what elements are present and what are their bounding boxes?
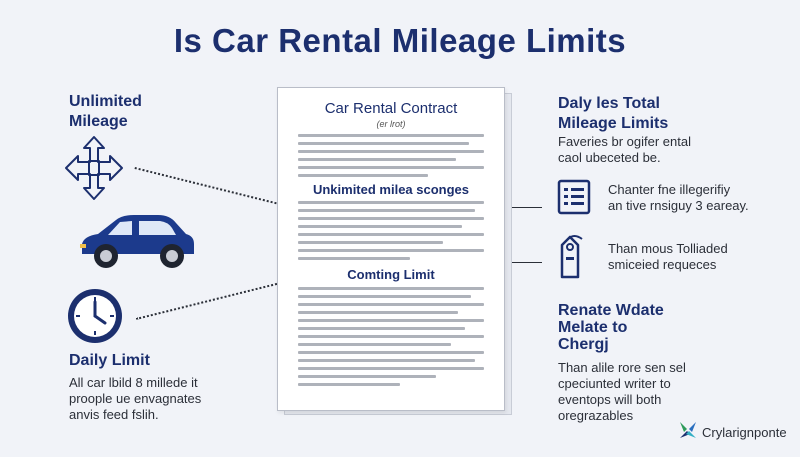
placeholder-text-line: [298, 134, 484, 137]
placeholder-text-line: [298, 343, 451, 346]
connector-item1: [490, 207, 542, 208]
unlimited-mileage-heading: Unlimited Mileage: [69, 92, 142, 132]
text-line: proople ue envagnates: [69, 391, 202, 406]
clock-icon: [65, 286, 125, 351]
heading-line: Daly les Total: [558, 95, 660, 112]
connector-daily: [136, 279, 292, 320]
placeholder-text-line: [298, 319, 484, 322]
placeholder-text-line: [298, 166, 484, 169]
rate-heading: Renate Wdate Melate to Chergj: [558, 302, 664, 353]
logo-text: Crylarignponte: [702, 425, 787, 440]
heading-line: Renate Wdate: [558, 302, 664, 319]
daily-total-text: Faveries br ogifer ental caol ubeceted b…: [558, 134, 758, 166]
rate-text: Than alile rore sen sel cpeciunted write…: [558, 360, 758, 424]
document-title: Car Rental Contract: [324, 100, 458, 117]
placeholder-text-line: [298, 158, 457, 161]
page-title: Is Car Rental Mileage Limits: [173, 22, 627, 59]
placeholder-text-line: [298, 209, 475, 212]
daily-total-mileage-heading: Daly les Total Mileage Limits: [558, 94, 668, 134]
checklist-icon: [556, 179, 592, 220]
placeholder-text-line: [298, 351, 484, 354]
placeholder-text-line: [298, 383, 401, 386]
placeholder-text-line: [298, 287, 484, 290]
placeholder-text-line: [298, 335, 484, 338]
placeholder-text-line: [298, 367, 484, 370]
heading-line: Mileage Limits: [558, 115, 669, 132]
text-line: an tive rnsiguy 3 eareay.: [608, 198, 749, 213]
text-lines-block: [298, 287, 484, 391]
placeholder-text-line: [298, 233, 484, 236]
placeholder-text-line: [298, 150, 484, 153]
heading-line: Melate to: [558, 319, 628, 336]
placeholder-text-line: [298, 225, 462, 228]
placeholder-text-line: [298, 375, 436, 378]
daily-limit-heading: Daily Limit: [69, 352, 150, 369]
tag-icon: [554, 233, 586, 286]
placeholder-text-line: [298, 295, 471, 298]
section-counting-limit: Comting Limit: [347, 267, 435, 282]
heading-line: Unlimited: [69, 93, 142, 110]
placeholder-text-line: [298, 217, 484, 220]
section-unlimited-mileage: Unkimited milea sconges: [312, 182, 470, 197]
placeholder-text-line: [298, 311, 458, 314]
item-text: Than mous Tolliaded smiceied requeces: [608, 241, 788, 273]
text-line: anvis feed fslih.: [69, 407, 159, 422]
placeholder-text-line: [298, 174, 429, 177]
text-line: Than mous Tolliaded: [608, 241, 728, 256]
car-icon: [76, 210, 200, 277]
text-line: Than alile rore sen sel: [558, 360, 686, 375]
placeholder-text-line: [298, 249, 484, 252]
daily-limit-text: All car lbild 8 millede it proople ue en…: [69, 375, 269, 423]
text-line: All car lbild 8 millede it: [69, 375, 198, 390]
connector-item2: [490, 262, 542, 263]
move-arrows-icon: [62, 135, 126, 206]
rental-contract-document: Car Rental Contract (er lrot) Unkimited …: [277, 87, 505, 411]
connector-unlimited: [134, 167, 289, 208]
placeholder-text-line: [298, 359, 475, 362]
text-line: eventops will both: [558, 392, 662, 407]
text-line: cpeciunted writer to: [558, 376, 671, 391]
placeholder-text-line: [298, 142, 470, 145]
document-subtitle: (er lrot): [376, 119, 406, 129]
text-line: caol ubeceted be.: [558, 150, 661, 165]
placeholder-text-line: [298, 303, 484, 306]
text-lines-block: [298, 201, 484, 265]
heading-line: Mileage: [69, 113, 128, 130]
placeholder-text-line: [298, 241, 444, 244]
text-line: oregrazables: [558, 408, 634, 423]
text-lines-block: [298, 134, 484, 182]
placeholder-text-line: [298, 257, 410, 260]
text-line: Chanter fne illegerifiy: [608, 182, 731, 197]
logo-mark-icon: [678, 420, 698, 445]
text-line: smiceied requeces: [608, 257, 717, 272]
item-text: Chanter fne illegerifiy an tive rnsiguy …: [608, 182, 788, 214]
placeholder-text-line: [298, 201, 484, 204]
placeholder-text-line: [298, 327, 466, 330]
brand-logo: Crylarignponte: [678, 420, 787, 445]
heading-line: Chergj: [558, 336, 609, 353]
text-line: Faveries br ogifer ental: [558, 134, 691, 149]
